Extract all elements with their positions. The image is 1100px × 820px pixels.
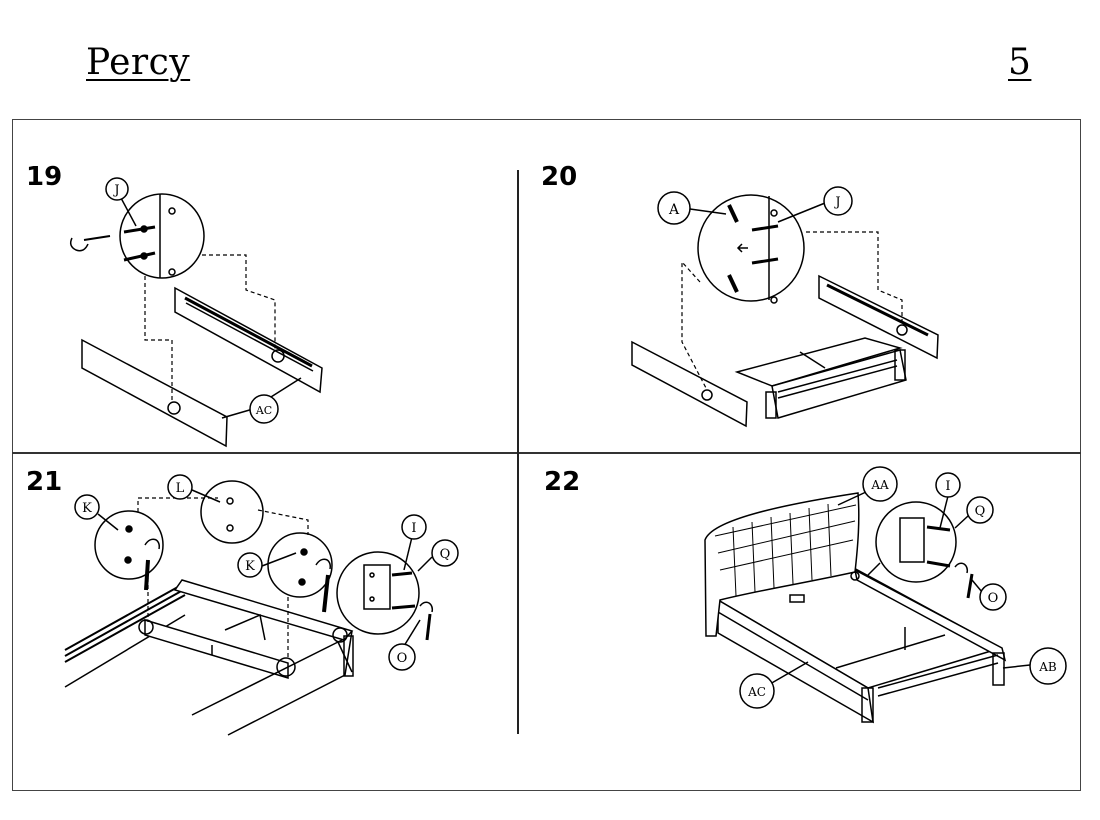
label-ac: AC	[255, 404, 272, 417]
label-j: J	[833, 195, 840, 210]
column-divider-bottom	[517, 452, 519, 734]
label-ac: AC	[747, 685, 766, 699]
label-k: K	[82, 501, 92, 516]
step-21-illustration	[64, 474, 459, 736]
step-19-number: 19	[26, 162, 63, 192]
step-21-number: 21	[26, 467, 63, 497]
document-title: Percy	[86, 42, 191, 83]
label-q: Q	[975, 504, 986, 519]
label-a: A	[668, 202, 680, 218]
label-j: J	[112, 183, 119, 198]
label-aa: AA	[870, 478, 889, 492]
label-o: O	[397, 651, 408, 666]
step-22-number: 22	[544, 467, 581, 497]
row-divider	[12, 452, 1081, 454]
step-20-number: 20	[541, 162, 578, 192]
step-22-illustration	[704, 466, 1067, 724]
label-o: O	[988, 591, 999, 606]
label-i: I	[411, 521, 416, 536]
label-q: Q	[440, 547, 451, 562]
column-divider-top	[517, 170, 519, 452]
label-ab: AB	[1038, 660, 1057, 674]
instructions-frame	[12, 119, 1081, 791]
label-i: I	[945, 479, 950, 494]
step-19-illustration	[69, 177, 323, 448]
label-k: K	[245, 559, 255, 574]
page-number: 5	[1008, 42, 1032, 83]
label-l: L	[176, 481, 185, 496]
step-20-illustration	[631, 186, 939, 428]
